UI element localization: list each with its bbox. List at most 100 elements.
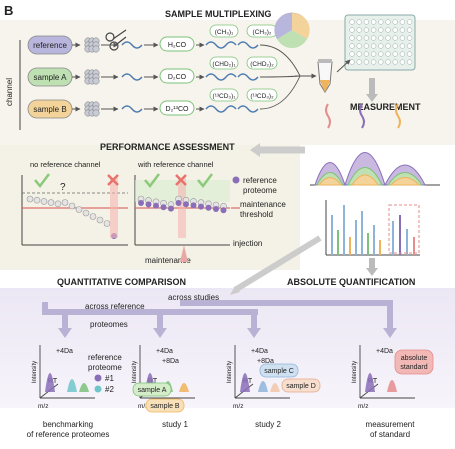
reagent-pill: [159, 36, 195, 52]
channel-axis-label: channel: [5, 78, 14, 106]
channel-name: sample A: [34, 73, 68, 82]
plus8-label: +8Da: [162, 358, 179, 365]
quant-legend-label-1: reference: [88, 353, 122, 362]
mini-spectrum-1: IntensityRTm/z+4Da: [32, 345, 95, 410]
peak: [79, 383, 89, 392]
peptide-icon: [121, 73, 143, 81]
svg-text:(CHD₂)₂: (CHD₂)₂: [250, 61, 274, 68]
label-across-reference-2: proteomes: [90, 320, 128, 329]
svg-text:sample A: sample A: [138, 387, 167, 394]
caption-study-1: study 1: [162, 420, 188, 429]
svg-text:(CH₃)₁: (CH₃)₁: [215, 29, 234, 36]
peak: [179, 383, 189, 392]
svg-text:sample B: sample B: [150, 403, 180, 410]
badge-sample-c: sample C: [259, 363, 299, 378]
caption-benchmarking-1: benchmarking: [43, 420, 93, 429]
quant-legend-dot-2: [94, 385, 102, 393]
reagent-pill: [159, 68, 195, 84]
svg-text:(CHD₂)₁: (CHD₂)₁: [212, 61, 236, 68]
legend-reference-dot: [232, 176, 240, 184]
label-tag-2: [246, 88, 278, 102]
plus4-label: +4Da: [56, 348, 73, 355]
intensity-axis-label: Intensity: [352, 361, 358, 383]
quant-legend-label-2: proteome: [88, 363, 122, 372]
header-performance: PERFORMANCE ASSESSMENT: [100, 142, 235, 152]
intensity-axis-label: Intensity: [132, 361, 138, 383]
caption-benchmarking-2: of reference proteomes: [27, 430, 110, 439]
arrow-across-studies: [180, 300, 393, 328]
measurement-chromatogram: [310, 103, 440, 186]
mz-axis-label: m/z: [233, 403, 243, 410]
label-tag-1: [209, 88, 239, 102]
mz-axis-label: m/z: [138, 403, 148, 410]
legend-threshold-label-2: threshold: [240, 210, 273, 219]
check-icon: [197, 173, 213, 189]
plus4-label: +4Da: [156, 348, 173, 355]
peak: [67, 379, 77, 392]
peak: [387, 380, 397, 392]
label-across-reference-1: across reference: [85, 302, 145, 311]
peptide-icon: [121, 41, 143, 49]
quant-legend-dot-1: [94, 374, 102, 382]
pie-chart-icon: [274, 12, 310, 49]
header-multiplexing: SAMPLE MULTIPLEXING: [165, 9, 271, 19]
plot-no-reference: [21, 175, 128, 246]
maintenance-marker: [180, 245, 188, 262]
label-tag-1: [209, 56, 239, 70]
mz-axis-label: m/z: [38, 403, 48, 410]
plus8-label: +8Da: [257, 358, 274, 365]
reagent-label: D₂¹³CO: [166, 106, 189, 113]
svg-text:sample D: sample D: [286, 383, 316, 390]
label-across-studies: across studies: [168, 293, 219, 302]
peak: [240, 373, 250, 392]
legend-reference-label-1: reference: [243, 176, 277, 185]
arrow-to-quantitative: [233, 235, 322, 293]
sample-tube-icon: [317, 59, 333, 93]
svg-text:(¹³CD₃)₂: (¹³CD₃)₂: [250, 93, 274, 100]
channel-name: sample B: [33, 105, 66, 114]
protein-icon: [84, 69, 100, 85]
badge-sample-b: sample B: [145, 398, 185, 413]
legend-reference-label-2: proteome: [243, 186, 277, 195]
header-measurement: MEASUREMENT: [350, 102, 421, 112]
peak: [270, 383, 280, 392]
badge-sample-d: sample D: [281, 378, 321, 393]
check-icon: [34, 173, 50, 189]
header-quantitative: QUANTITATIVE COMPARISON: [57, 277, 186, 287]
injection-label: injection: [233, 239, 262, 248]
quant-legend-item-2: #2: [105, 385, 114, 394]
intensity-axis-label: Intensity: [227, 361, 233, 383]
arrow-across-reference: [42, 302, 258, 315]
microplate-icon: [344, 14, 416, 71]
maintenance-label: maintenance: [145, 256, 191, 265]
check-icon: [144, 173, 160, 189]
badge-absolute-standard: absolute standard: [394, 349, 434, 375]
protein-icon: [84, 101, 100, 117]
label-tag-1: [209, 24, 239, 38]
quant-legend-item-1: #1: [105, 374, 114, 383]
mz-axis-label: m/z: [358, 403, 368, 410]
caption-measurement-2: of standard: [370, 430, 410, 439]
label-with-reference: with reference channel: [137, 160, 214, 169]
caption-study-2: study 2: [255, 420, 281, 429]
plot-with-reference: [134, 175, 230, 246]
arrow-to-plate: [336, 59, 351, 73]
protein-icon: [84, 37, 100, 53]
caption-measurement-1: measurement: [366, 420, 416, 429]
question-mark: ?: [60, 182, 66, 193]
svg-text:(CH₃)₂: (CH₃)₂: [253, 29, 272, 36]
reagent-pill: [159, 100, 195, 116]
plus4-label: +4Da: [251, 348, 268, 355]
svg-text:absolute: absolute: [401, 355, 428, 362]
label-no-reference: no reference channel: [30, 160, 101, 169]
peak: [45, 373, 55, 392]
cross-icon: [107, 174, 119, 186]
measurement-spectrum: [325, 200, 420, 256]
peak: [365, 373, 375, 392]
badge-sample-a: sample A: [132, 382, 172, 397]
intensity-axis-label: Intensity: [32, 361, 38, 383]
panel-letter: B: [4, 3, 13, 18]
